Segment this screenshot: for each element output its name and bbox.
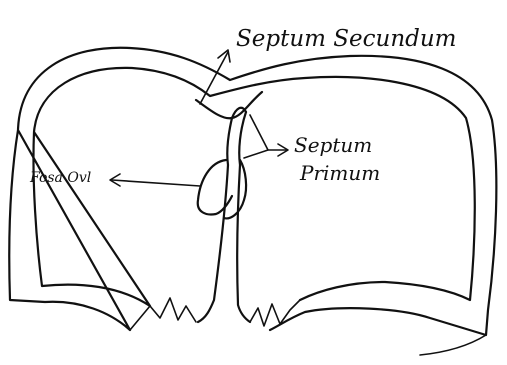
arrow-septum-secundum: [200, 52, 228, 104]
heart-inner-wall: [33, 68, 474, 306]
heart-outer-wall: [9, 48, 496, 335]
arrow-septum-primum-lower: [244, 150, 268, 158]
bottom-jagged-left: [130, 298, 196, 330]
bottom-jagged-right: [250, 300, 300, 326]
bottom-right-tail: [420, 335, 486, 355]
label-septum-secundum: Septum Secundum: [236, 26, 457, 52]
label-fossa-ovalis: Fosa Ovl: [29, 170, 91, 186]
septum-secundum-fold: [196, 92, 262, 118]
arrow-fossa-ovalis: [112, 180, 200, 186]
label-septum-primum-line2: Primum: [299, 161, 380, 185]
label-septum-primum-line1: Septum: [294, 133, 372, 157]
